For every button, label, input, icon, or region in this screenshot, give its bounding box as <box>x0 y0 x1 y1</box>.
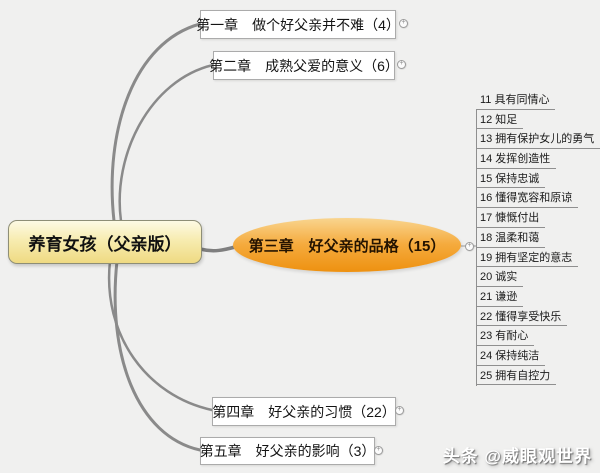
subtopic-item-17[interactable]: 17 慷慨付出 <box>477 208 546 228</box>
subtopic-item-13[interactable]: 13 拥有保护女儿的勇气 <box>477 129 600 150</box>
branch-curve-chapter2 <box>118 63 215 223</box>
subtopic-item-20[interactable]: 20 诚实 <box>477 267 524 287</box>
branch-curve-chapter4 <box>107 259 214 412</box>
branch-curve-chapter1 <box>110 22 202 223</box>
subtopic-item-24[interactable]: 24 保持纯洁 <box>477 346 546 366</box>
subtopic-item-25[interactable]: 25 拥有自控力 <box>477 366 557 386</box>
node-chapter-3[interactable]: 第三章 好父亲的品格（15） <box>233 218 461 272</box>
central-topic[interactable]: 养育女孩（父亲版） <box>8 220 202 264</box>
node-chapter-4[interactable]: 第四章 好父亲的习惯（22） <box>212 397 396 426</box>
subtopic-item-15[interactable]: 15 保持忠诚 <box>477 169 546 189</box>
subtopic-item-11[interactable]: 11 具有同情心 <box>477 90 556 110</box>
chapter3-subtopic-list: 11 具有同情心 12 知足 13 拥有保护女儿的勇气 14 发挥创造性 15 … <box>477 90 600 386</box>
subtopic-item-22[interactable]: 22 懂得享受快乐 <box>477 307 568 327</box>
subtopic-item-18[interactable]: 18 温柔和蔼 <box>477 228 546 248</box>
subtopic-item-12[interactable]: 12 知足 <box>477 110 524 130</box>
subtopic-spine <box>476 109 477 386</box>
expand-icon-chapter-4[interactable]: + <box>395 406 404 415</box>
branch-curve-chapter3 <box>198 245 237 253</box>
subtopic-item-14[interactable]: 14 发挥创造性 <box>477 149 557 169</box>
subtopic-item-16[interactable]: 16 懂得宽容和原谅 <box>477 188 579 209</box>
subtopic-item-23[interactable]: 23 有耐心 <box>477 326 535 346</box>
collapse-icon-chapter-3[interactable]: + <box>465 242 474 251</box>
subtopic-item-21[interactable]: 21 谦逊 <box>477 287 524 307</box>
branch-curve-chapter5 <box>113 259 202 452</box>
node-chapter-2[interactable]: 第二章 成熟父爱的意义（6） <box>209 51 399 80</box>
node-chapter-1[interactable]: 第一章 做个好父亲并不难（4） <box>196 10 400 39</box>
expand-icon-chapter-2[interactable]: + <box>397 60 406 69</box>
subtopic-item-19[interactable]: 19 拥有坚定的意志 <box>477 248 579 268</box>
watermark: 头条 @威眼观世界 <box>442 447 592 466</box>
node-chapter-5[interactable]: 第五章 好父亲的影响（3） <box>200 437 375 465</box>
expand-icon-chapter-5[interactable]: + <box>374 446 383 455</box>
expand-icon-chapter-1[interactable]: + <box>399 19 408 28</box>
